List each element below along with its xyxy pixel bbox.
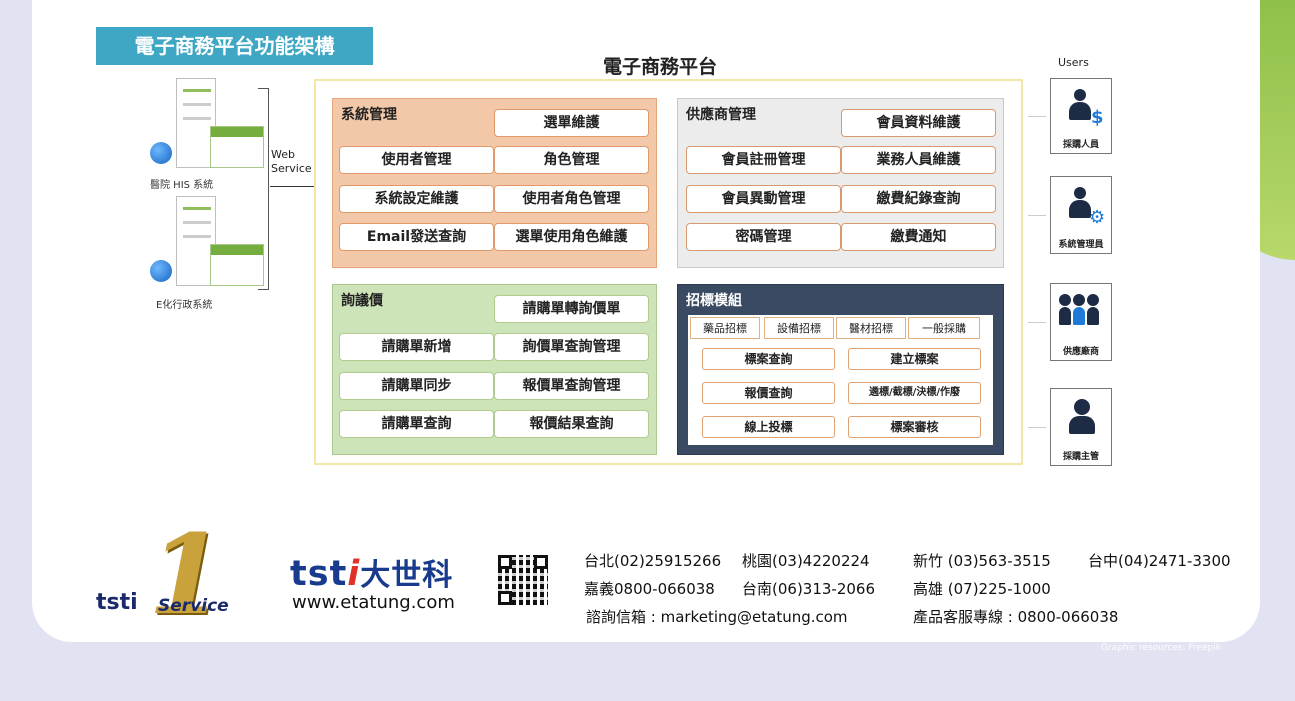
system-management-panel: 系統管理 選單維護 使用者管理 角色管理 系統設定維護 使用者角色管理 Emai… <box>332 98 657 268</box>
globe-icon <box>150 142 172 164</box>
user-supplier: 供應廠商 <box>1050 283 1112 361</box>
sysadmin-icon <box>1069 187 1091 218</box>
requisition-query-button[interactable]: 請購單查詢 <box>339 410 494 438</box>
user-purchaser: $ 採購人員 <box>1050 78 1112 154</box>
brand-url[interactable]: www.etatung.com <box>292 592 455 613</box>
contact-tainan: 台南(06)313-2066 <box>742 580 876 598</box>
panel-title: 系統管理 <box>341 107 397 123</box>
tab-drug[interactable]: 藥品招標 <box>690 317 760 339</box>
menu-role-button[interactable]: 選單使用角色維護 <box>494 223 649 251</box>
payment-notice-button[interactable]: 繳費通知 <box>841 223 996 251</box>
contact-hsinchu: 新竹 (03)563-3515 <box>913 552 1051 570</box>
inquiry-panel: 詢議價 請購單轉詢價單 請購單新增 詢價單查詢管理 請購單同步 報價單查詢管理 … <box>332 284 657 455</box>
supervisor-icon <box>1069 399 1095 434</box>
email-query-button[interactable]: Email發送查詢 <box>339 223 494 251</box>
system-bracket <box>258 88 269 290</box>
sales-staff-button[interactable]: 業務人員維護 <box>841 146 996 174</box>
users-title: Users <box>1058 56 1089 69</box>
contact-chiayi: 嘉義0800-066038 <box>584 580 715 598</box>
section-title: 電子商務平台功能架構 <box>96 27 373 65</box>
qr-corner <box>498 591 512 605</box>
requisition-sync-button[interactable]: 請購單同步 <box>339 372 494 400</box>
contact-taipei: 台北(02)25915266 <box>584 552 722 570</box>
panel-title: 招標模組 <box>686 293 742 309</box>
contact-email[interactable]: 諮詢信箱 : marketing@etatung.com <box>586 608 848 626</box>
member-data-button[interactable]: 會員資料維護 <box>841 109 996 137</box>
e-admin-label: E化行政系統 <box>156 300 213 311</box>
server-icon <box>176 196 216 286</box>
online-bid-button[interactable]: 線上投標 <box>702 416 835 438</box>
platform-frame <box>314 79 1023 465</box>
member-register-button[interactable]: 會員註冊管理 <box>686 146 841 174</box>
contact-taoyuan: 桃園(03)4220224 <box>742 552 870 570</box>
bidding-panel: 招標模組 藥品招標 設備招標 醫材招標 一般採購 標案查詢 建立標案 報價查詢 … <box>677 284 1004 455</box>
tsti-service-logo-service: Service <box>158 596 229 616</box>
create-tender-button[interactable]: 建立標案 <box>848 348 981 370</box>
credit-text: Graphic resources: Freepik <box>1101 643 1221 653</box>
contact-taichung: 台中(04)2471-3300 <box>1088 552 1231 570</box>
window-icon <box>210 126 264 168</box>
bidding-inner: 藥品招標 設備招標 醫材招標 一般採購 標案查詢 建立標案 報價查詢 遴標/截標… <box>688 315 993 445</box>
dollar-icon: $ <box>1091 107 1104 128</box>
tab-equipment[interactable]: 設備招標 <box>764 317 834 339</box>
user-supervisor: 採購主管 <box>1050 388 1112 466</box>
tender-review-button[interactable]: 標案審核 <box>848 416 981 438</box>
tab-medical-material[interactable]: 醫材招標 <box>836 317 906 339</box>
requisition-convert-button[interactable]: 請購單轉詢價單 <box>494 295 649 323</box>
panel-title: 供應商管理 <box>686 107 756 123</box>
his-label: 醫院 HIS 系統 <box>150 180 214 191</box>
system-settings-button[interactable]: 系統設定維護 <box>339 185 494 213</box>
supplier-management-panel: 供應商管理 會員資料維護 會員註冊管理 業務人員維護 會員異動管理 繳費紀錄查詢… <box>677 98 1004 268</box>
tsti-service-logo-number: 1 <box>148 510 225 639</box>
user-management-button[interactable]: 使用者管理 <box>339 146 494 174</box>
connector <box>1028 427 1046 428</box>
group-icon <box>1059 294 1099 325</box>
bid-quote-button[interactable]: 報價查詢 <box>702 382 835 404</box>
contact-kaohsiung: 高雄 (07)225-1000 <box>913 580 1051 598</box>
panel-title: 詢議價 <box>341 293 383 309</box>
connector <box>1028 215 1046 216</box>
tender-status-button[interactable]: 遴標/截標/決標/作廢 <box>848 382 981 404</box>
user-role-button[interactable]: 使用者角色管理 <box>494 185 649 213</box>
qr-corner <box>534 555 548 569</box>
connector <box>1028 116 1046 117</box>
window-icon <box>210 244 264 286</box>
connector <box>1028 322 1046 323</box>
tsti-service-logo-text: tsti <box>96 590 138 615</box>
globe-icon <box>150 260 172 282</box>
contact-hotline: 產品客服專線 : 0800-066038 <box>913 608 1119 626</box>
platform-title: 電子商務平台 <box>602 56 717 78</box>
server-icon <box>176 78 216 168</box>
tender-query-button[interactable]: 標案查詢 <box>702 348 835 370</box>
payment-record-button[interactable]: 繳費紀錄查詢 <box>841 185 996 213</box>
web-service-label: Web Service <box>271 148 312 175</box>
brand-logo: tsti大世科 <box>290 554 454 594</box>
gear-icon: ⚙ <box>1089 207 1106 228</box>
menu-maintenance-button[interactable]: 選單維護 <box>494 109 649 137</box>
quote-result-button[interactable]: 報價結果查詢 <box>494 410 649 438</box>
tab-general-purchase[interactable]: 一般採購 <box>908 317 980 339</box>
web-service-arrow <box>270 186 314 187</box>
password-button[interactable]: 密碼管理 <box>686 223 841 251</box>
role-management-button[interactable]: 角色管理 <box>494 146 649 174</box>
qr-corner <box>498 555 512 569</box>
purchaser-icon <box>1069 89 1091 120</box>
inquiry-query-button[interactable]: 詢價單查詢管理 <box>494 333 649 361</box>
requisition-add-button[interactable]: 請購單新增 <box>339 333 494 361</box>
quote-query-button[interactable]: 報價單查詢管理 <box>494 372 649 400</box>
user-sysadmin: ⚙ 系統管理員 <box>1050 176 1112 254</box>
member-change-button[interactable]: 會員異動管理 <box>686 185 841 213</box>
